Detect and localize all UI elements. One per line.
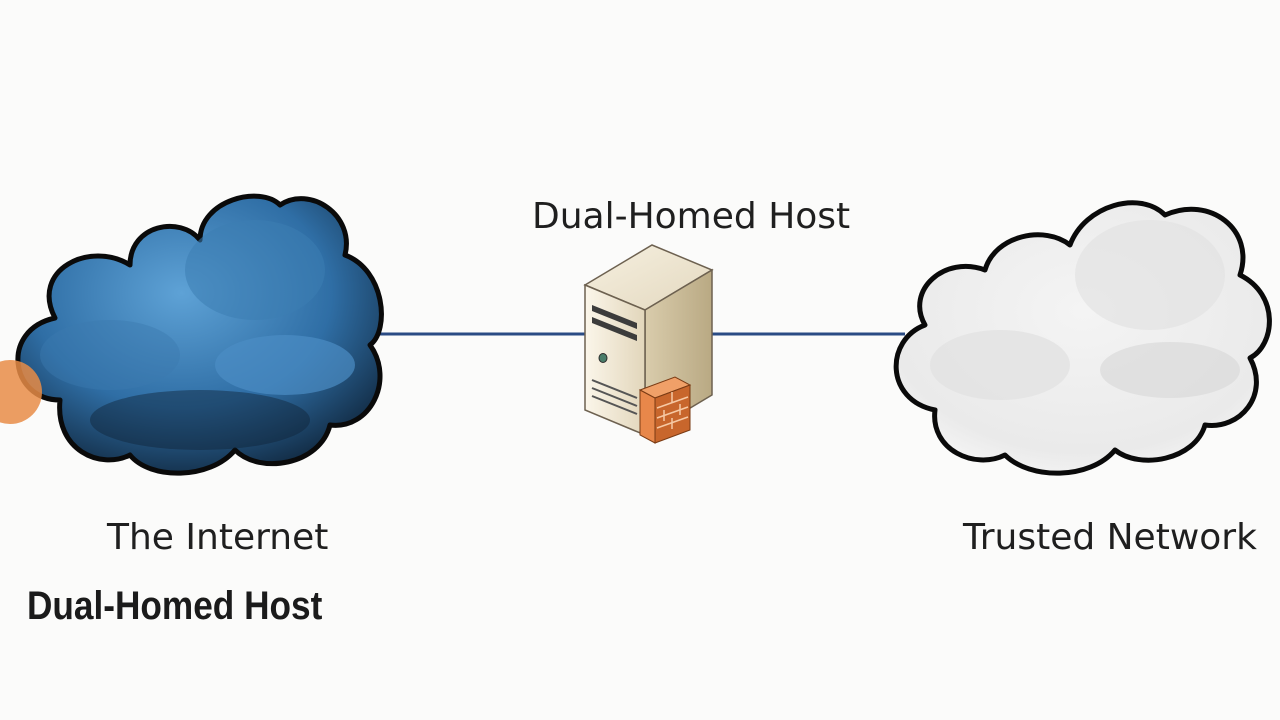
- trusted-network-label: Trusted Network: [963, 517, 1257, 558]
- internet-cloud-icon: [15, 193, 384, 476]
- firewall-icon: [638, 376, 692, 444]
- internet-label: The Internet: [107, 517, 329, 558]
- caption-title: Dual-Homed Host: [27, 584, 323, 628]
- trusted-cloud-icon: [893, 200, 1272, 476]
- server-icon: [583, 244, 714, 437]
- host-label: Dual-Homed Host: [532, 196, 851, 237]
